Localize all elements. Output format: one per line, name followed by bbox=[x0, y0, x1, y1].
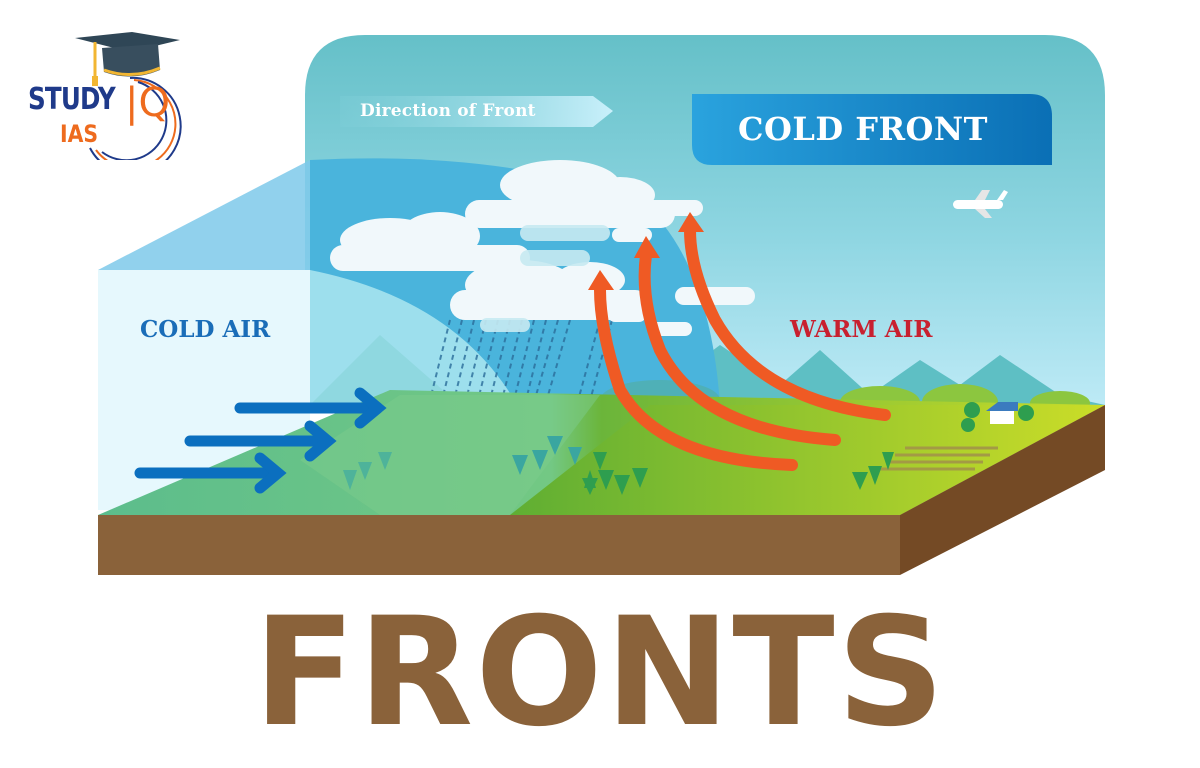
direction-of-front-label: Direction of Front bbox=[360, 101, 536, 121]
direction-arrow bbox=[340, 96, 613, 127]
soil-front bbox=[98, 515, 900, 575]
logo-iq-text: |Q bbox=[125, 80, 170, 126]
warm-air-label: WARM AIR bbox=[790, 316, 933, 343]
clouds bbox=[330, 160, 755, 336]
cold-air-label: COLD AIR bbox=[140, 316, 271, 343]
logo-ias-text: IAS bbox=[60, 120, 99, 148]
cold-front-banner bbox=[692, 94, 1052, 165]
soil-side bbox=[900, 405, 1105, 575]
cold-front-title: COLD FRONT bbox=[738, 110, 988, 148]
airplane-icon bbox=[953, 190, 1008, 218]
studyiq-logo: STUDY |Q IAS bbox=[20, 20, 200, 160]
page-title: FRONTS bbox=[253, 586, 947, 760]
warm-air-arrows bbox=[594, 224, 891, 471]
graduation-cap-icon bbox=[75, 32, 182, 160]
house-icon bbox=[961, 402, 1034, 432]
cold-air-arrows bbox=[134, 387, 387, 494]
logo-study-text: STUDY bbox=[28, 82, 116, 117]
